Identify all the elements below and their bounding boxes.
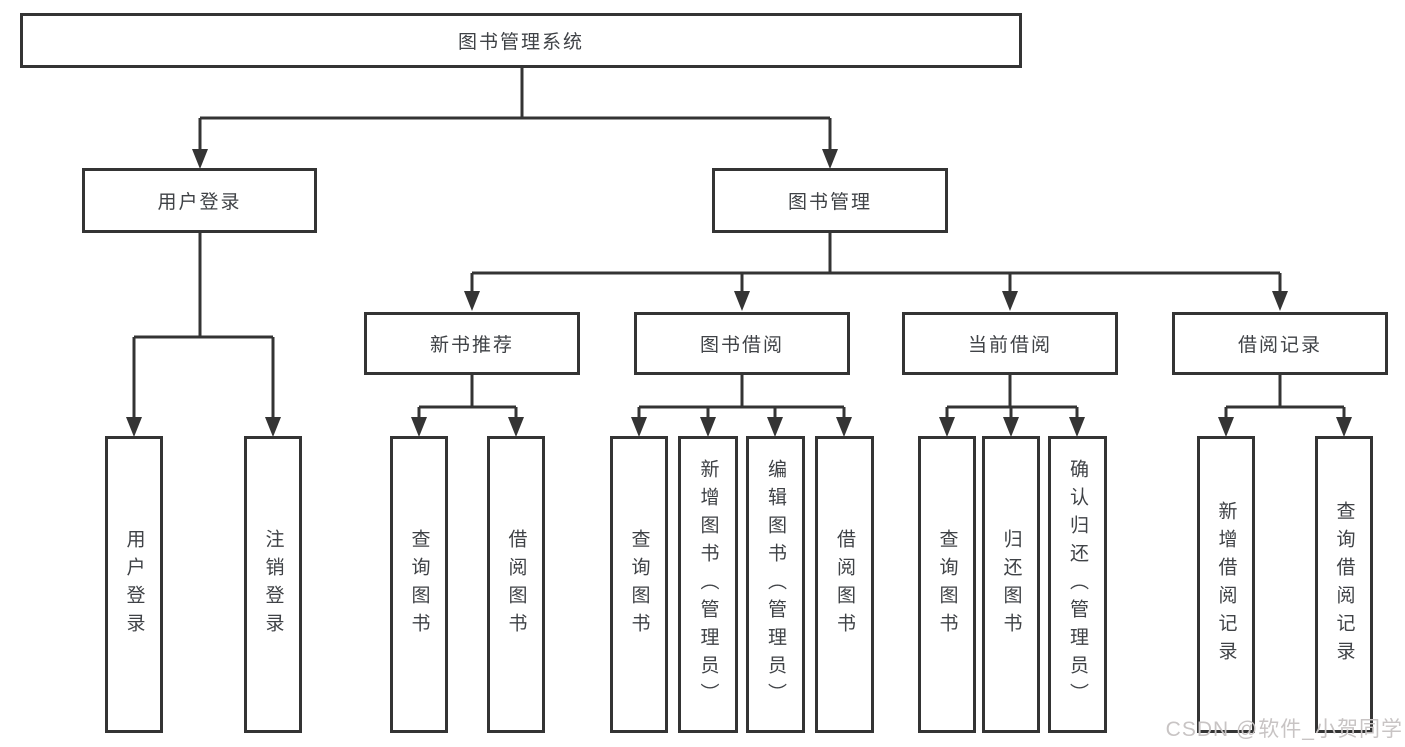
node-book-borrow-label: 图书借阅 [699, 335, 784, 356]
node-user-login: 用户登录 [82, 168, 317, 233]
node-borrow-records-label: 借阅记录 [1237, 335, 1322, 356]
leaf-query-books-borrow: 查询图书 [610, 436, 668, 733]
leaf-user-login-label: 用户登录 [123, 528, 145, 641]
leaf-user-login: 用户登录 [105, 436, 163, 733]
edge-root-to-level2 [192, 66, 838, 169]
edge-user-login-to-children [126, 232, 281, 437]
edge-new-book-recommend-to-children [411, 374, 524, 437]
csdn-watermark: CSDN @软件_小贺同学 [1165, 718, 1403, 741]
leaf-query-books-recommend-label: 查询图书 [408, 528, 430, 641]
node-book-management: 图书管理 [712, 168, 948, 233]
node-current-borrow: 当前借阅 [902, 312, 1118, 375]
leaf-borrow-books-recommend-label: 借阅图书 [505, 528, 527, 641]
node-root-label: 图书管理系统 [457, 32, 584, 53]
leaf-add-books-admin: 新增图书（管理员） [678, 436, 738, 733]
leaf-logout-login: 注销登录 [244, 436, 302, 733]
node-current-borrow-label: 当前借阅 [967, 335, 1052, 356]
leaf-borrow-books: 借阅图书 [815, 436, 874, 733]
leaf-query-books-borrow-label: 查询图书 [628, 528, 650, 641]
node-root: 图书管理系统 [20, 13, 1022, 68]
node-user-login-label: 用户登录 [157, 192, 242, 213]
leaf-confirm-return-admin-label: 确认归还（管理员） [1067, 458, 1088, 711]
node-new-book-recommend: 新书推荐 [364, 312, 580, 375]
leaf-query-books-recommend: 查询图书 [390, 436, 448, 733]
edge-borrow-records-to-children [1218, 374, 1352, 437]
leaf-query-borrow-record: 查询借阅记录 [1315, 436, 1373, 733]
leaf-add-borrow-record: 新增借阅记录 [1197, 436, 1255, 733]
leaf-return-books-label: 归还图书 [1000, 528, 1022, 641]
leaf-borrow-books-recommend: 借阅图书 [487, 436, 545, 733]
leaf-logout-login-label: 注销登录 [262, 528, 284, 641]
leaf-query-books-current: 查询图书 [918, 436, 976, 733]
node-new-book-recommend-label: 新书推荐 [429, 335, 514, 356]
leaf-add-borrow-record-label: 新增借阅记录 [1215, 500, 1237, 669]
leaf-add-books-admin-label: 新增图书（管理员） [697, 458, 719, 711]
leaf-return-books: 归还图书 [982, 436, 1040, 733]
leaf-confirm-return-admin: 确认归还（管理员） [1048, 436, 1107, 733]
node-borrow-records: 借阅记录 [1172, 312, 1388, 375]
leaf-query-books-current-label: 查询图书 [936, 528, 958, 641]
node-book-borrow: 图书借阅 [634, 312, 850, 375]
node-book-management-label: 图书管理 [787, 192, 872, 213]
leaf-edit-books-admin: 编辑图书（管理员） [746, 436, 805, 733]
leaf-query-borrow-record-label: 查询借阅记录 [1333, 500, 1355, 669]
edge-book-borrow-to-children [631, 374, 852, 437]
leaf-edit-books-admin-label: 编辑图书（管理员） [765, 458, 786, 711]
leaf-borrow-books-label: 借阅图书 [834, 528, 855, 641]
edge-book-management-to-level3 [464, 232, 1288, 311]
edge-current-borrow-to-children [939, 374, 1085, 437]
